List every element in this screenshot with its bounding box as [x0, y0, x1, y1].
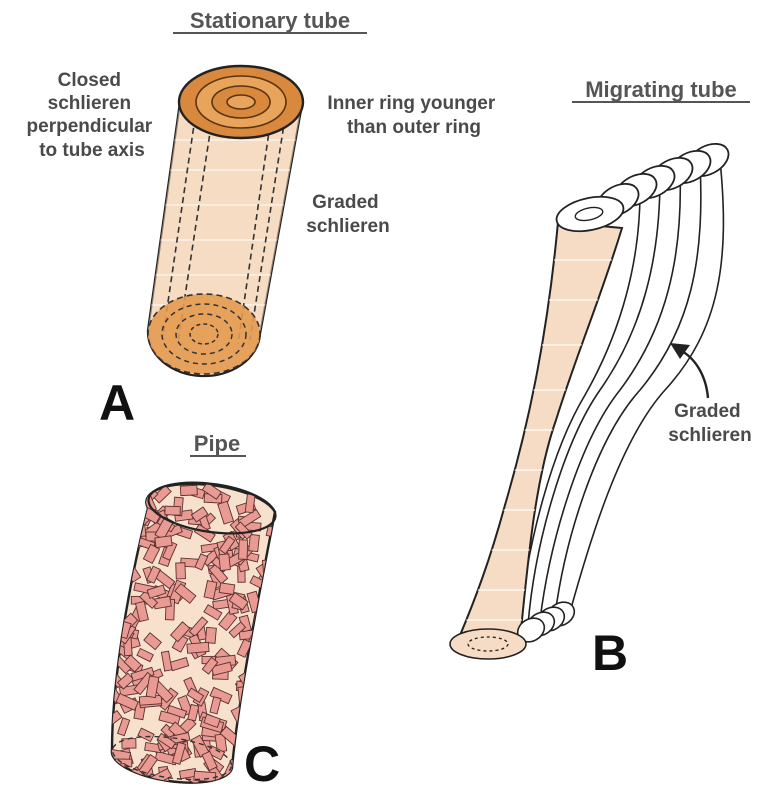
panel-a-title: Stationary tube [190, 8, 350, 33]
crystal-lath [239, 630, 259, 640]
crystal-lath [239, 540, 248, 560]
panel-b-migrating-tube: Migrating tube [440, 77, 752, 681]
inner-ring-label: Inner ring younger than outer ring [327, 93, 500, 138]
crystal-lath [107, 764, 126, 775]
crystal-lath [219, 554, 231, 571]
graded-schlieren-label-b: Graded schlieren [668, 401, 751, 446]
panel-c-title: Pipe [194, 431, 240, 456]
crystal-lath [165, 506, 180, 515]
crystal-lath [94, 769, 110, 779]
panel-a-letter: A [99, 375, 135, 431]
crystal-lath [252, 632, 268, 643]
tube-a-top-rings [179, 66, 303, 138]
crystal-lath [249, 534, 260, 551]
panel-c-pipe: Pipe C [93, 431, 282, 789]
crystal-lath [187, 642, 209, 653]
tube-a-bottom-rings [148, 294, 260, 374]
crystal-lath [243, 710, 254, 726]
crystal-lath [245, 494, 255, 513]
graded-schlieren-label-a: Graded schlieren [306, 192, 389, 237]
migrating-top-rings [553, 137, 734, 236]
crystal-lath [205, 627, 216, 643]
crystal-lath [219, 583, 234, 595]
panel-c-letter: C [244, 736, 280, 789]
arrow-head [670, 343, 690, 359]
closed-schlieren-label: Closed schlieren perpendicular to tube a… [27, 70, 158, 161]
crystal-lath [194, 771, 216, 782]
crystal-lath [93, 761, 111, 779]
crystal-lath [155, 536, 172, 548]
crystal-lath [176, 563, 186, 579]
crystal-lath [97, 772, 107, 787]
graded-schlieren-arrow [680, 350, 708, 398]
panel-a-stationary-tube: Stationary tube [27, 8, 501, 431]
crystal-lath [180, 485, 197, 495]
tube-b-body [458, 222, 622, 640]
panel-b-title: Migrating tube [585, 77, 737, 102]
panel-b-letter: B [592, 625, 628, 681]
